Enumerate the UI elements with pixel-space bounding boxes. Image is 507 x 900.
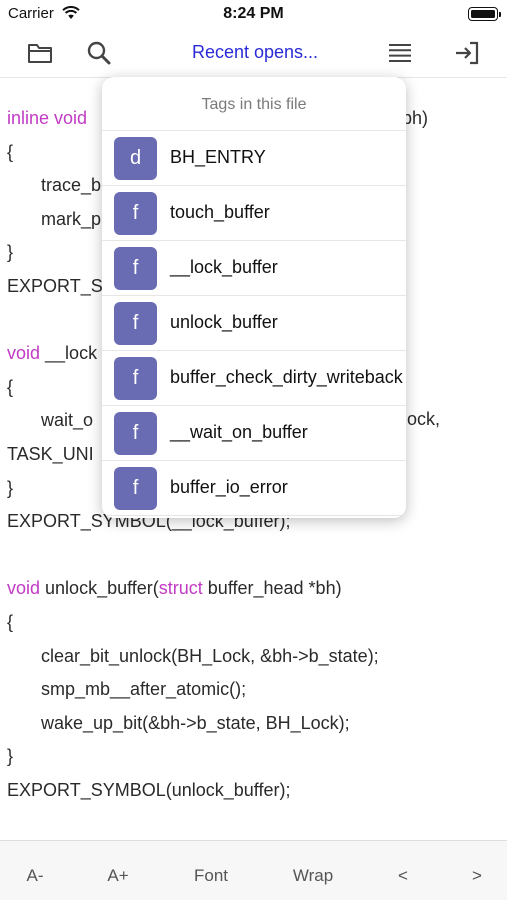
code-fragment-right: bh): [402, 108, 429, 128]
tag-row[interactable]: f buffer_check_dirty_writeback: [102, 351, 406, 406]
tag-name: BH_ENTRY: [170, 147, 266, 167]
code-text: TASK_UNI: [7, 444, 94, 464]
tag-row[interactable]: d BH_ENTRY: [102, 131, 406, 186]
code-text: EXPORT_SYMBOL(unlock_buffer);: [7, 780, 291, 800]
code-line: void __lock: [7, 341, 97, 365]
code-text: }: [7, 477, 14, 498]
code-line: {: [7, 140, 13, 164]
tag-name: buffer_check_dirty_writeback: [170, 367, 403, 387]
code-text: clear_bit_unlock(BH_Lock, &bh->b_state);: [41, 645, 379, 666]
code-text: {: [7, 141, 14, 162]
code-text: EXPORT_S: [7, 276, 103, 296]
tag-name: touch_buffer: [170, 202, 270, 222]
code-line: void unlock_buffer(struct buffer_head *b…: [7, 576, 342, 600]
code-line: wait_o: [7, 408, 93, 432]
font-smaller-button[interactable]: A-: [26, 866, 44, 885]
tag-kind-badge: f: [114, 247, 157, 290]
code-line: EXPORT_S: [7, 274, 103, 298]
tag-row[interactable]: f __lock_buffer: [102, 241, 406, 296]
code-line: EXPORT_SYMBOL(unlock_buffer);: [7, 778, 290, 802]
tag-row[interactable]: f __wait_on_buffer: [102, 406, 406, 461]
carrier-label: Carrier: [8, 5, 54, 22]
wifi-icon: [62, 6, 80, 20]
code-line: mark_p: [7, 207, 101, 231]
code-text: }: [7, 746, 14, 767]
bottom-toolbar: A- A+ Font Wrap < >: [0, 840, 507, 900]
font-button[interactable]: Font: [193, 866, 229, 885]
tag-kind-badge: f: [114, 357, 157, 400]
search-icon[interactable]: [84, 38, 114, 68]
code-keyword: struct: [158, 578, 203, 599]
code-text: unlock_buffer(: [40, 578, 159, 599]
previous-button[interactable]: <: [398, 866, 408, 885]
code-line: }: [7, 744, 13, 768]
code-line: {: [7, 610, 13, 634]
recent-opens-button[interactable]: Recent opens...: [191, 42, 319, 62]
tag-kind-badge: f: [114, 192, 157, 235]
clock: 8:24 PM: [223, 5, 284, 22]
tag-kind-badge: f: [114, 467, 157, 510]
exit-icon[interactable]: [452, 38, 482, 68]
code-line: clear_bit_unlock(BH_Lock, &bh->b_state);: [7, 644, 379, 668]
folder-icon[interactable]: [25, 38, 55, 68]
code-text: buffer_head *bh): [202, 578, 342, 599]
code-keyword: void: [7, 343, 41, 364]
tag-row[interactable]: f unlock_buffer: [102, 296, 406, 351]
code-text: wake_up_bit(&bh->b_state, BH_Lock);: [41, 712, 350, 733]
code-line: {: [7, 375, 13, 399]
code-text: {: [7, 612, 14, 632]
code-text: }: [7, 242, 14, 263]
tag-name: __lock_buffer: [170, 257, 278, 277]
code-text: mark_p: [41, 208, 102, 229]
tag-name: __wait_on_buffer: [170, 422, 308, 442]
code-text: smp_mb__after_atomic();: [41, 679, 247, 700]
code-fragment-right: ock,: [407, 409, 441, 429]
menu-icon[interactable]: [385, 38, 415, 68]
code-text: wait_o: [41, 410, 94, 431]
top-toolbar: Recent opens...: [0, 28, 507, 78]
code-line: wake_up_bit(&bh->b_state, BH_Lock);: [7, 711, 350, 735]
code-keyword: inline void: [7, 108, 88, 128]
font-larger-button[interactable]: A+: [107, 866, 129, 885]
popover-title: Tags in this file: [102, 77, 406, 131]
tag-kind-badge: f: [114, 302, 157, 345]
wrap-button[interactable]: Wrap: [292, 866, 334, 885]
code-text: __lock: [40, 343, 98, 364]
tag-name: buffer_io_error: [170, 477, 288, 497]
tag-row[interactable]: f touch_buffer: [102, 186, 406, 241]
code-line: TASK_UNI: [7, 442, 94, 466]
status-bar: Carrier 8:24 PM: [0, 0, 507, 28]
tag-kind-badge: d: [114, 137, 157, 180]
next-button[interactable]: >: [472, 866, 482, 885]
tag-name: unlock_buffer: [170, 312, 278, 332]
battery-icon: [468, 7, 501, 21]
code-line: smp_mb__after_atomic();: [7, 677, 246, 701]
tag-kind-badge: f: [114, 412, 157, 455]
code-line: }: [7, 240, 13, 264]
code-keyword: void: [7, 578, 41, 599]
code-text: trace_b: [41, 175, 102, 196]
tag-row[interactable]: f buffer_io_error: [102, 461, 406, 516]
code-line: }: [7, 476, 13, 500]
code-text: {: [7, 376, 14, 397]
code-line: trace_b: [7, 173, 101, 197]
code-line: inline void: [7, 106, 87, 130]
